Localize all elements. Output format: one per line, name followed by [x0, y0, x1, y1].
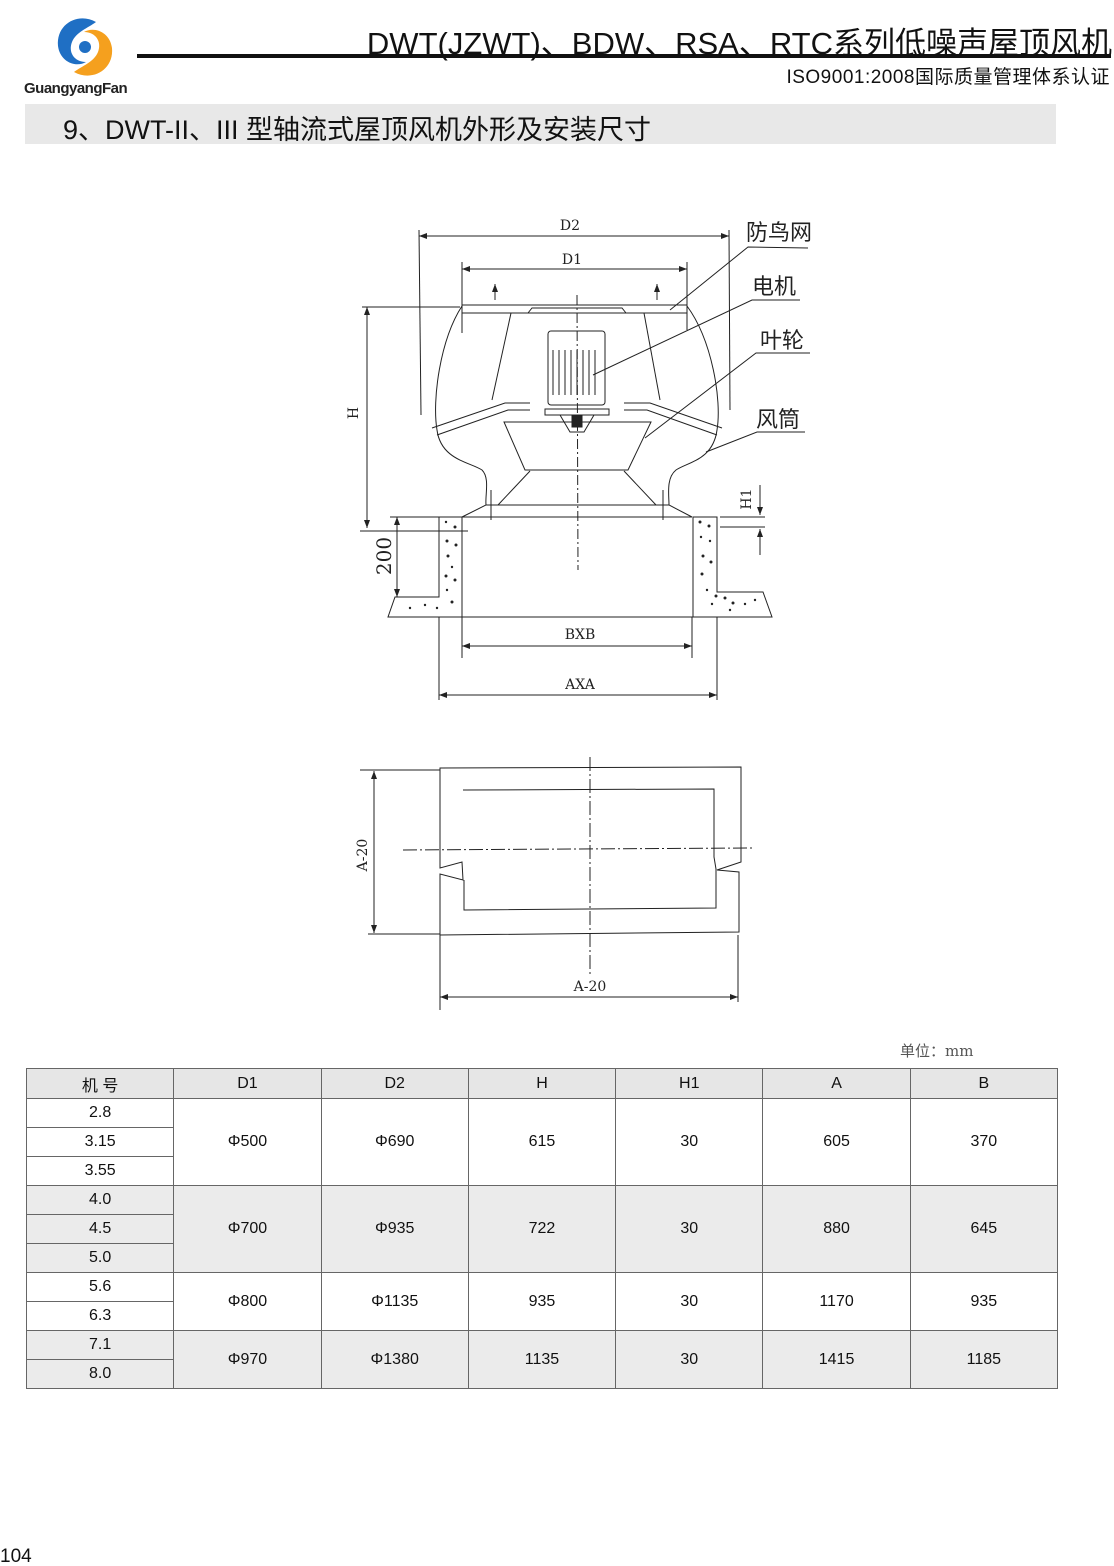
- d1-label: D1: [562, 252, 582, 268]
- col-header: B: [909, 1068, 1059, 1099]
- dim-200-label: 200: [372, 537, 396, 575]
- model-cell: 5.6: [25, 1272, 175, 1302]
- table-row: 4.0 Φ700 Φ935 722 30 880 645: [25, 1185, 1059, 1273]
- impeller: [503, 421, 652, 471]
- curb-plan-drawing: A-20 A-20: [355, 757, 754, 1010]
- table-row: 5.0: [25, 1243, 1058, 1273]
- model-cell: 8.0: [25, 1359, 175, 1389]
- page-number: 104: [0, 1546, 32, 1566]
- h1-cell: 30: [615, 1272, 764, 1331]
- impeller-label: 叶轮: [760, 329, 804, 354]
- a-cell: 1170: [762, 1272, 911, 1331]
- motor-body: [547, 330, 606, 406]
- a20-vertical-label: A-20: [355, 839, 371, 873]
- a20-horizontal-label: A-20: [573, 979, 607, 995]
- table-row: 4.5: [25, 1214, 1058, 1244]
- table-row: 7.1 Φ970 Φ1380 1135 30 1415 1185: [25, 1330, 1059, 1389]
- a-cell: 1415: [762, 1330, 911, 1389]
- b-cell: 935: [909, 1272, 1059, 1331]
- duct-label: 风筒: [756, 408, 800, 433]
- a-cell: 605: [762, 1098, 911, 1186]
- h-cell: 722: [467, 1185, 617, 1273]
- bird-net-label: 防鸟网: [746, 221, 812, 246]
- b-cell: 645: [909, 1185, 1059, 1273]
- a-cell: 880: [762, 1185, 911, 1273]
- bxb-label: BXB: [565, 627, 596, 643]
- col-header: A: [762, 1068, 911, 1099]
- h1-label: H1: [739, 488, 755, 509]
- header-subtitle: ISO9001:2008国际质量管理体系认证: [786, 67, 1110, 88]
- d1-cell: Φ700: [173, 1185, 322, 1273]
- concrete-dots: [408, 520, 757, 612]
- model-cell: 3.15: [25, 1127, 175, 1157]
- col-header: D2: [320, 1068, 469, 1099]
- col-header: H: [467, 1068, 617, 1099]
- model-cell: 6.3: [25, 1301, 175, 1331]
- roof-curb: [387, 516, 773, 618]
- d1-cell: Φ500: [173, 1098, 322, 1186]
- shroud-right: [668, 305, 719, 518]
- d2-cell: Φ1135: [320, 1272, 469, 1331]
- shroud-left: [435, 305, 488, 518]
- h1-cell: 30: [615, 1185, 764, 1273]
- b-cell: 370: [909, 1098, 1059, 1186]
- model-cell: 2.8: [25, 1098, 175, 1128]
- h-cell: 615: [467, 1098, 617, 1186]
- company-logo-icon: [57, 18, 113, 76]
- brand-name: GuangyangFan: [24, 80, 128, 97]
- model-cell: 5.0: [25, 1243, 175, 1273]
- axa-label: AXA: [564, 677, 596, 693]
- table-header-row: 机 号 D1 D2 H H1 A B: [25, 1068, 1059, 1099]
- table-row: 2.8 Φ500 Φ690 615 30 605 370: [25, 1098, 1059, 1186]
- model-cell: 3.55: [25, 1156, 175, 1186]
- b-cell: 1185: [909, 1330, 1059, 1389]
- d2-cell: Φ1380: [320, 1330, 469, 1389]
- d2-label: D2: [560, 218, 580, 234]
- unit-label: 单位：mm: [900, 1042, 974, 1060]
- header-rule: [137, 54, 1111, 58]
- model-cell: 4.5: [25, 1214, 175, 1244]
- d1-cell: Φ970: [173, 1330, 322, 1389]
- section-heading: 9、DWT-II、III 型轴流式屋顶风机外形及安装尺寸: [25, 104, 1056, 145]
- d2-cell: Φ935: [320, 1185, 469, 1273]
- h1-cell: 30: [615, 1330, 764, 1389]
- curb-inner-frame: [462, 788, 717, 911]
- col-header: H1: [615, 1068, 764, 1099]
- col-header: D1: [173, 1068, 322, 1099]
- fan-elevation-drawing: D2 D1 H 200 H1 BXB AXA 防鸟网 电机 叶轮 风筒: [346, 218, 812, 700]
- table-row: 5.6 Φ800 Φ1135 935 30 1170 935: [25, 1272, 1059, 1331]
- dimension-table: 机 号 D1 D2 H H1 A B 2.8 Φ500 Φ690 615 30 …: [25, 1068, 1059, 1389]
- d2-cell: Φ690: [320, 1098, 469, 1186]
- motor-label: 电机: [752, 275, 796, 300]
- model-cell: 7.1: [25, 1330, 175, 1360]
- technical-drawings: D2 D1 H 200 H1 BXB AXA 防鸟网 电机 叶轮 风筒: [346, 218, 812, 1010]
- section-title: 9、DWT-II、III 型轴流式屋顶风机外形及安装尺寸: [63, 115, 652, 145]
- table-row: 8.0: [25, 1359, 1058, 1389]
- h-label: H: [346, 407, 362, 419]
- h-cell: 1135: [467, 1330, 617, 1389]
- col-header: 机 号: [25, 1068, 175, 1099]
- h1-cell: 30: [615, 1098, 764, 1186]
- h-cell: 935: [467, 1272, 617, 1331]
- model-cell: 4.0: [25, 1185, 175, 1215]
- d1-cell: Φ800: [173, 1272, 322, 1331]
- table-row: 3.15: [25, 1127, 1058, 1157]
